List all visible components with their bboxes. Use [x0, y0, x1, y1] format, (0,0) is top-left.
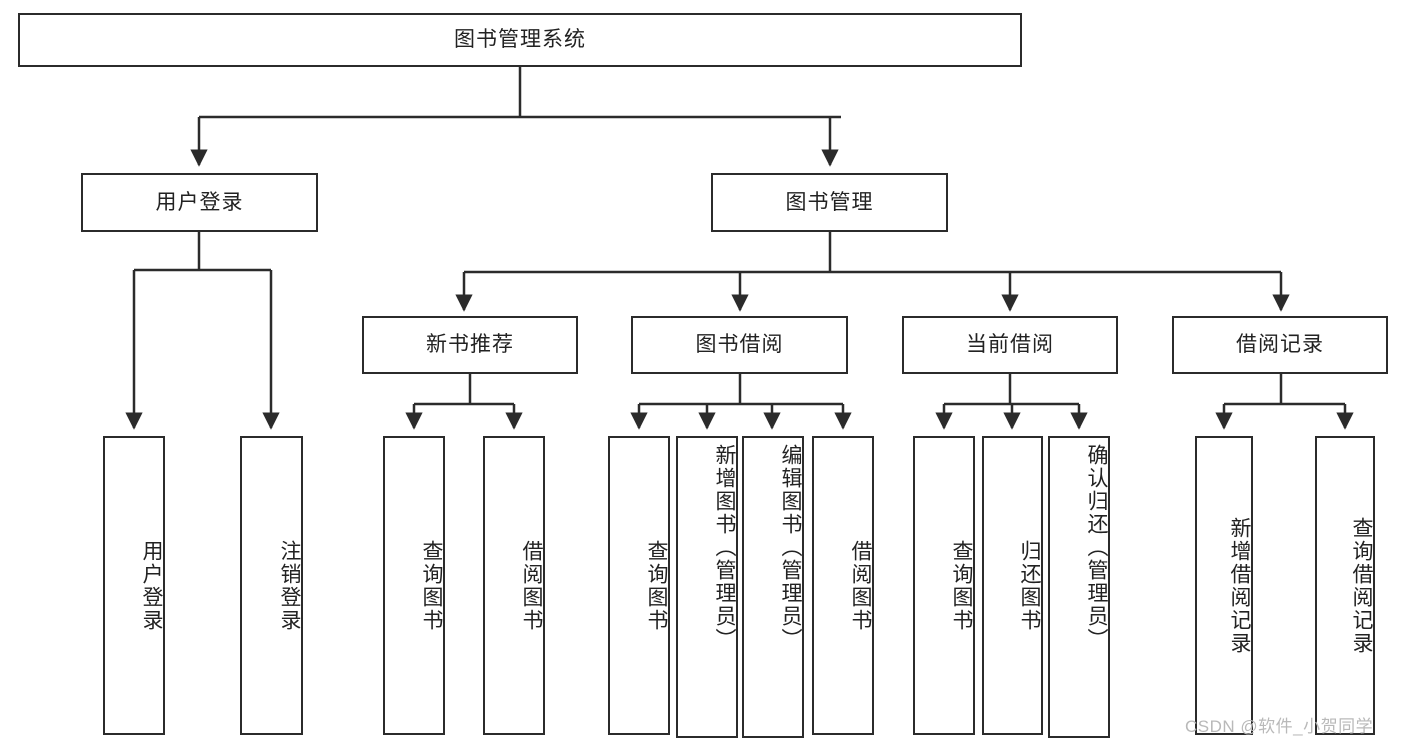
node-label: 查询借阅记录	[1350, 516, 1373, 655]
node-label: 用户登录	[140, 539, 163, 632]
leaf-query-book-1[interactable]: 查询图书	[383, 436, 445, 735]
leaf-borrow-book-2[interactable]: 借阅图书	[812, 436, 874, 735]
leaf-logout-login[interactable]: 注销登录	[240, 436, 303, 735]
node-label: 新增借阅记录	[1228, 516, 1251, 655]
node-label: 确认归还（管理员）	[1085, 444, 1108, 651]
leaf-query-borrow-record[interactable]: 查询借阅记录	[1315, 436, 1375, 735]
node-label: 用户登录	[155, 190, 244, 214]
leaf-confirm-return-admin[interactable]: 确认归还（管理员）	[1048, 436, 1110, 738]
node-book-management[interactable]: 图书管理	[711, 173, 948, 232]
leaf-return-book[interactable]: 归还图书	[982, 436, 1043, 735]
leaf-add-borrow-record[interactable]: 新增借阅记录	[1195, 436, 1253, 735]
node-user-login[interactable]: 用户登录	[81, 173, 318, 232]
node-label: 图书管理	[785, 190, 874, 214]
watermark-csdn: CSDN @软件_小贺同学	[1185, 717, 1374, 736]
node-label: 新书推荐	[426, 333, 514, 357]
node-root-book-management-system[interactable]: 图书管理系统	[18, 13, 1022, 67]
node-label: 注销登录	[278, 539, 301, 632]
leaf-query-book-3[interactable]: 查询图书	[913, 436, 975, 735]
node-label: 借阅图书	[849, 539, 872, 632]
node-label: 图书管理系统	[454, 28, 586, 52]
node-label: 当前借阅	[966, 333, 1054, 357]
node-label: 查询图书	[950, 539, 973, 632]
leaf-edit-book-admin[interactable]: 编辑图书（管理员）	[742, 436, 804, 738]
node-label: 借阅图书	[520, 539, 543, 632]
node-borrow-record[interactable]: 借阅记录	[1172, 316, 1388, 374]
leaf-add-book-admin[interactable]: 新增图书（管理员）	[676, 436, 738, 738]
node-label: 编辑图书（管理员）	[779, 444, 802, 651]
node-current-borrow[interactable]: 当前借阅	[902, 316, 1118, 374]
node-label: 归还图书	[1018, 539, 1041, 632]
leaf-query-book-2[interactable]: 查询图书	[608, 436, 670, 735]
node-label: 查询图书	[420, 539, 443, 632]
leaf-borrow-book-1[interactable]: 借阅图书	[483, 436, 545, 735]
node-new-book-recommend[interactable]: 新书推荐	[362, 316, 578, 374]
node-label: 新增图书（管理员）	[713, 444, 736, 651]
node-label: 图书借阅	[695, 333, 784, 357]
node-label: 借阅记录	[1236, 333, 1324, 357]
node-book-borrow[interactable]: 图书借阅	[631, 316, 848, 374]
leaf-user-login[interactable]: 用户登录	[103, 436, 165, 735]
node-label: 查询图书	[645, 539, 668, 632]
